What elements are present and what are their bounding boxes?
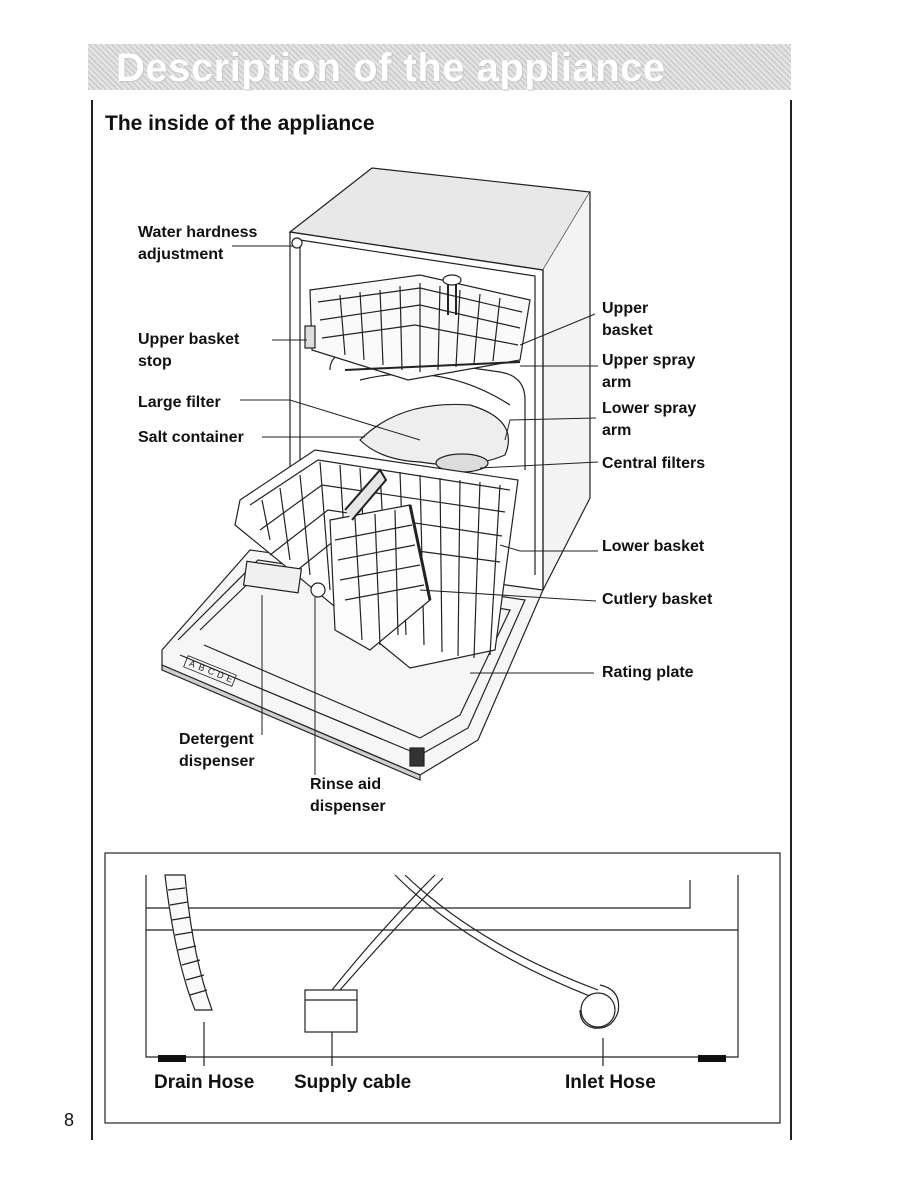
upper-basket-shape [309,274,531,381]
panel-letter: A [188,658,197,670]
label-lower-spray-arm-2: arm [602,422,632,439]
rear-foot-right [698,1055,726,1062]
cutlery-basket-shape [329,468,432,651]
label-upper-spray-arm: Upper spray [602,352,696,369]
label-upper-spray-arm-2: arm [602,374,632,391]
supply-cable-shape [331,874,444,991]
drain-hose-shape [164,874,213,1011]
section-title: The inside of the appliance [105,112,375,135]
rear-view-diagram [145,874,739,1066]
label-rinse-aid-dispenser: Rinse aid [310,776,382,793]
header-banner [88,44,791,90]
right-rule [790,100,792,1140]
panel-letter: B [197,662,206,674]
label-water-hardness-2: adjustment [138,246,224,263]
rinse-aid-shape [310,582,326,598]
label-detergent-dispenser: Detergent [179,731,254,748]
label-lower-spray-arm: Lower spray [602,400,697,417]
rear-view-frame [104,852,781,1124]
detergent-dispenser-shape [242,560,303,594]
label-upper-basket: Upper [602,300,649,317]
large-filter-shape [359,403,510,466]
label-upper-basket-2: basket [602,322,653,339]
label-rating-plate: Rating plate [602,664,694,681]
label-cutlery-basket: Cutlery basket [602,591,713,608]
label-central-filters: Central filters [602,455,706,472]
rear-foot-left [158,1055,186,1062]
left-rule [91,100,93,1140]
label-upper-basket-stop: Upper basket [138,331,240,348]
page-number: 8 [64,1110,75,1130]
label-large-filter: Large filter [138,394,221,411]
label-upper-basket-stop-2: stop [138,353,172,370]
page-title: Description of the appliance [116,46,666,90]
label-water-hardness: Water hardness [138,224,258,241]
panel-letter: D [216,669,226,681]
label-inlet-hose: Inlet Hose [565,1072,656,1093]
supply-plug-shape [304,989,358,1033]
inlet-hose-shape [579,984,620,1029]
label-lower-basket: Lower basket [602,538,705,555]
label-rinse-aid-dispenser-2: dispenser [310,798,386,815]
leader-lines [232,245,599,775]
upper-spray-arm-shape [344,361,521,371]
control-panel [161,664,421,781]
upper-basket-stop-shape [304,325,316,349]
label-supply-cable: Supply cable [294,1072,412,1093]
panel-letter: C [206,666,216,678]
water-hardness-knob [291,237,303,249]
panel-letters: A B C D E [183,655,237,687]
panel-letter: E [225,673,234,685]
label-drain-hose: Drain Hose [154,1072,255,1093]
label-salt-container: Salt container [138,429,244,446]
label-detergent-dispenser-2: dispenser [179,753,255,770]
